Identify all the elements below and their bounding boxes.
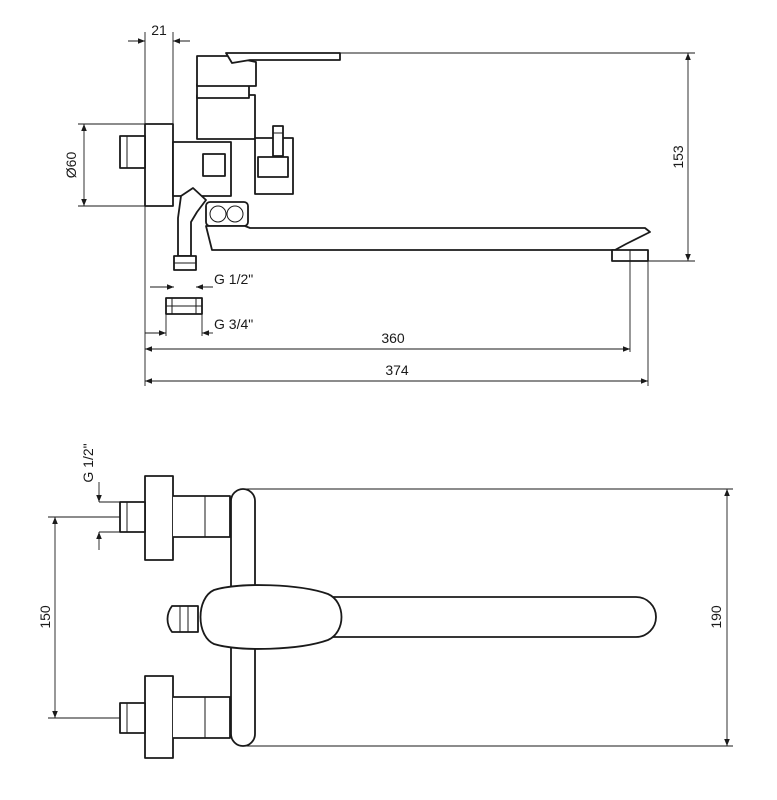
shower-outlet [177,187,207,257]
thread-half-label: G 1/2" [214,271,253,287]
lower-inlet-nut [119,702,146,734]
dim-21-label: 21 [151,22,167,38]
front-view-dimensions: 21 Ø60 153 G 1/2" G 3/4" 360 374 [63,22,695,386]
top-view-dimensions: G 1/2" 150 190 [37,443,733,747]
lever-cap [196,55,257,87]
front-view [119,52,651,315]
top-view [119,475,657,759]
thread-three-quarter-label: G 3/4" [214,316,253,332]
diverter-knob [272,125,284,157]
lever-oval [199,584,343,650]
upper-inlet-nut [119,501,146,533]
lower-flange [144,675,174,759]
dim-150-label: 150 [37,605,53,629]
dim-diameter-label: Ø60 [63,152,79,179]
dim-374-label: 374 [385,362,409,378]
lever-handle [225,52,341,64]
spout [205,225,651,251]
dim-360-label: 360 [381,330,405,346]
spout-top [319,596,657,638]
thread-half-top-label: G 1/2" [80,443,96,482]
inlet-nut [119,135,146,169]
diverter-knob-top [166,605,199,633]
upper-flange [144,475,174,561]
dim-153-label: 153 [670,145,686,169]
mixer-body [196,94,256,140]
dim-190-label: 190 [708,605,724,629]
wall-flange [144,123,174,207]
